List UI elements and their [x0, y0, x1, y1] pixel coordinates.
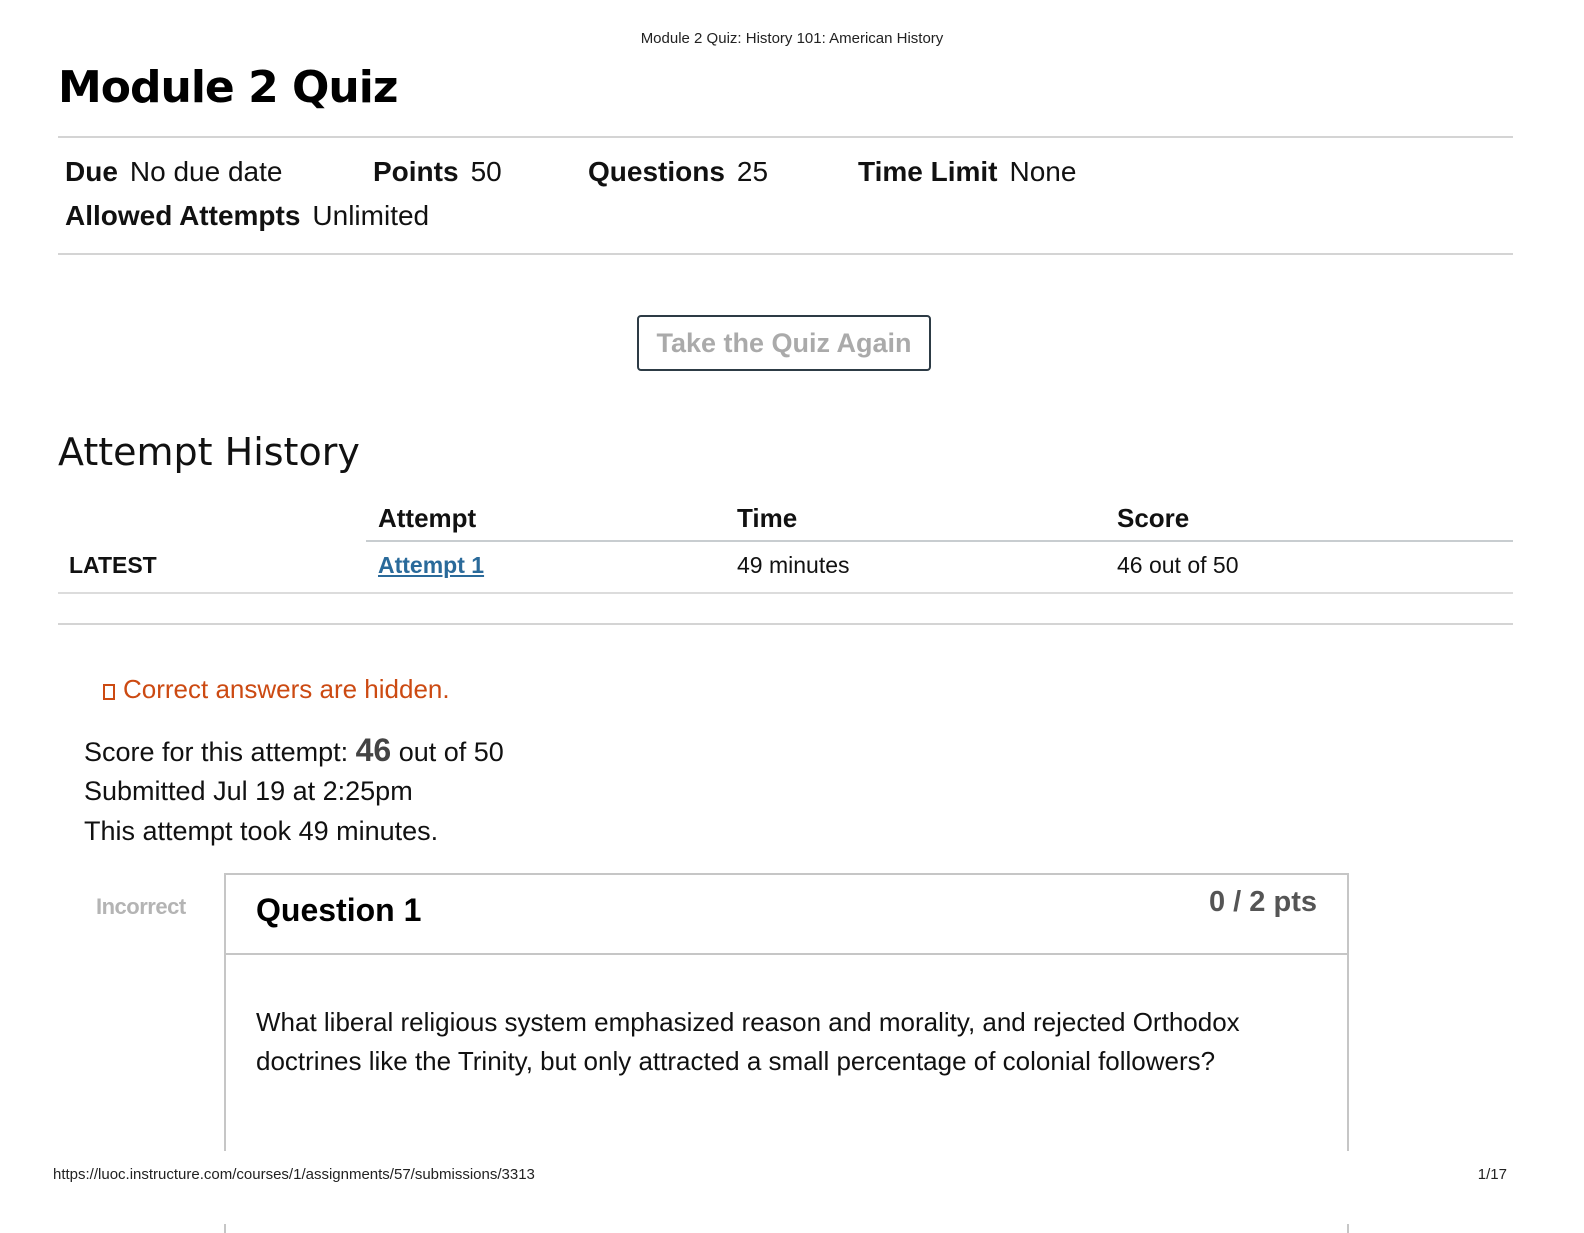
- attempts-detail: Allowed Attempts Unlimited: [65, 200, 429, 232]
- submitted-time: Submitted Jul 19 at 2:25pm: [84, 776, 413, 806]
- question-status-label: Incorrect: [96, 894, 186, 919]
- page-title: Module 2 Quiz: [58, 62, 398, 113]
- attempt-score: 46 out of 50: [1117, 552, 1239, 578]
- column-header-score: Score: [1117, 503, 1190, 533]
- due-label: Due: [65, 156, 118, 187]
- points-detail: Points 50: [373, 156, 502, 188]
- column-header-attempt: Attempt: [378, 503, 477, 533]
- attempt-time: 49 minutes: [737, 552, 850, 578]
- attempt-score-summary: Score for this attempt: 46 out of 50: [84, 732, 504, 769]
- attempt-duration: This attempt took 49 minutes.: [84, 816, 439, 846]
- table-row-divider: [58, 592, 1513, 594]
- score-prefix: Score for this attempt:: [84, 737, 349, 767]
- attempts-value: Unlimited: [312, 200, 430, 231]
- page-number: 1/17: [1477, 1166, 1507, 1183]
- notice-text: Correct answers are hidden.: [123, 674, 450, 704]
- latest-badge: LATEST: [69, 552, 157, 578]
- question-card: Question 1 0 / 2 pts What liberal religi…: [224, 873, 1349, 1233]
- attempts-label: Allowed Attempts: [65, 200, 301, 231]
- attempt-history-title: Attempt History: [58, 430, 360, 474]
- question-title: Question 1: [256, 892, 422, 928]
- points-value: 50: [470, 156, 502, 187]
- question-text: What liberal religious system emphasized…: [256, 1007, 1240, 1076]
- time-limit-value: None: [1009, 156, 1077, 187]
- score-suffix: out of 50: [398, 737, 504, 767]
- details-divider: [58, 253, 1513, 255]
- time-limit-label: Time Limit: [858, 156, 998, 187]
- take-quiz-again-button[interactable]: Take the Quiz Again: [637, 315, 931, 371]
- title-divider: [58, 136, 1513, 138]
- warning-icon: [103, 684, 115, 700]
- time-limit-detail: Time Limit None: [858, 156, 1076, 188]
- due-detail: Due No due date: [65, 156, 282, 188]
- due-value: No due date: [129, 156, 283, 187]
- questions-detail: Questions 25: [588, 156, 768, 188]
- page-footer: [0, 1151, 1584, 1224]
- footer-url: https://luoc.instructure.com/courses/1/a…: [53, 1166, 535, 1183]
- attempt-1-link[interactable]: Attempt 1: [378, 552, 485, 578]
- print-header: Module 2 Quiz: History 101: American His…: [640, 30, 944, 47]
- score-value: 46: [355, 732, 392, 768]
- points-label: Points: [373, 156, 459, 187]
- questions-value: 25: [736, 156, 769, 187]
- history-divider: [58, 623, 1513, 625]
- correct-answers-hidden-notice: Correct answers are hidden.: [103, 674, 450, 705]
- table-header-divider: [366, 540, 1513, 542]
- question-header: Question 1 0 / 2 pts: [226, 875, 1347, 955]
- questions-label: Questions: [588, 156, 725, 187]
- column-header-time: Time: [737, 503, 798, 533]
- question-points: 0 / 2 pts: [1209, 886, 1317, 918]
